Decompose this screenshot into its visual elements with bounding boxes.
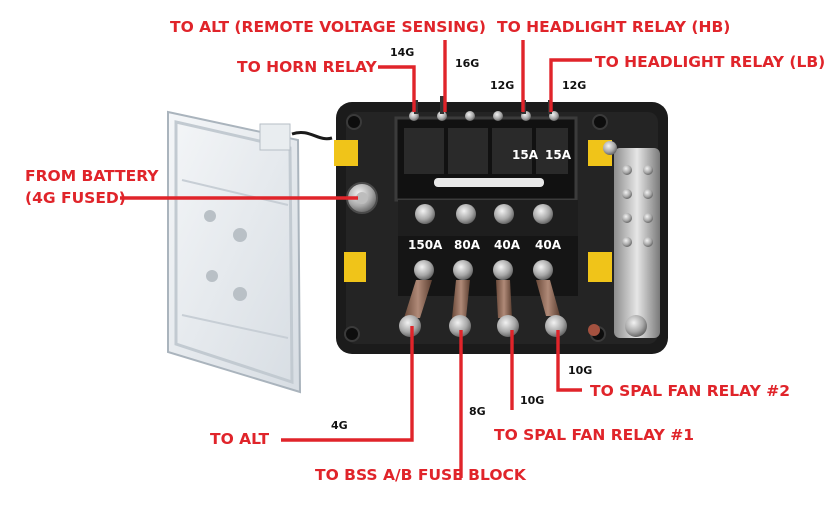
label-headlight-hb: TO HEADLIGHT RELAY (HB) xyxy=(497,18,731,36)
fuse-rating-big-3: 40A xyxy=(494,238,520,252)
fuse-block-body xyxy=(334,96,668,354)
label-horn-relay: TO HORN RELAY xyxy=(237,58,377,76)
fuse-rating-small-left: 15A xyxy=(512,148,538,162)
clear-cover xyxy=(167,110,333,394)
gauge-alt-sensing: 16G xyxy=(455,57,480,70)
label-bss-fuse-block: TO BSS A/B FUSE BLOCK xyxy=(315,466,526,484)
gauge-spal1: 10G xyxy=(520,394,545,407)
leader-lb xyxy=(549,58,592,112)
leader-horn xyxy=(378,65,416,112)
leader-lines xyxy=(120,40,592,478)
label-spal-fan-relay-2: TO SPAL FAN RELAY #2 xyxy=(590,382,790,400)
label-alt-sensing: TO ALT (REMOTE VOLTAGE SENSING) xyxy=(170,18,486,36)
label-to-alt: TO ALT xyxy=(210,430,270,448)
gauge-spal2: 10G xyxy=(568,364,593,377)
label-4g-fused: (4G FUSED) xyxy=(25,189,126,207)
fuse-rating-big-2: 80A xyxy=(454,238,480,252)
fuse-rating-big-1: 150A xyxy=(408,238,443,252)
fuse-rating-big-4: 40A xyxy=(535,238,561,252)
gauge-lb: 12G xyxy=(562,79,587,92)
label-headlight-lb: TO HEADLIGHT RELAY (LB) xyxy=(595,53,826,71)
leader-spal2 xyxy=(556,330,582,392)
gauge-alt: 4G xyxy=(331,419,348,432)
gauge-hb: 12G xyxy=(490,79,515,92)
label-spal-fan-relay-1: TO SPAL FAN RELAY #1 xyxy=(494,426,694,444)
gauge-bss: 8G xyxy=(469,405,486,418)
label-from-battery: FROM BATTERY xyxy=(25,167,159,185)
fuse-rating-small-right: 15A xyxy=(545,148,571,162)
leader-alt xyxy=(281,326,414,442)
gauge-horn: 14G xyxy=(390,46,415,59)
